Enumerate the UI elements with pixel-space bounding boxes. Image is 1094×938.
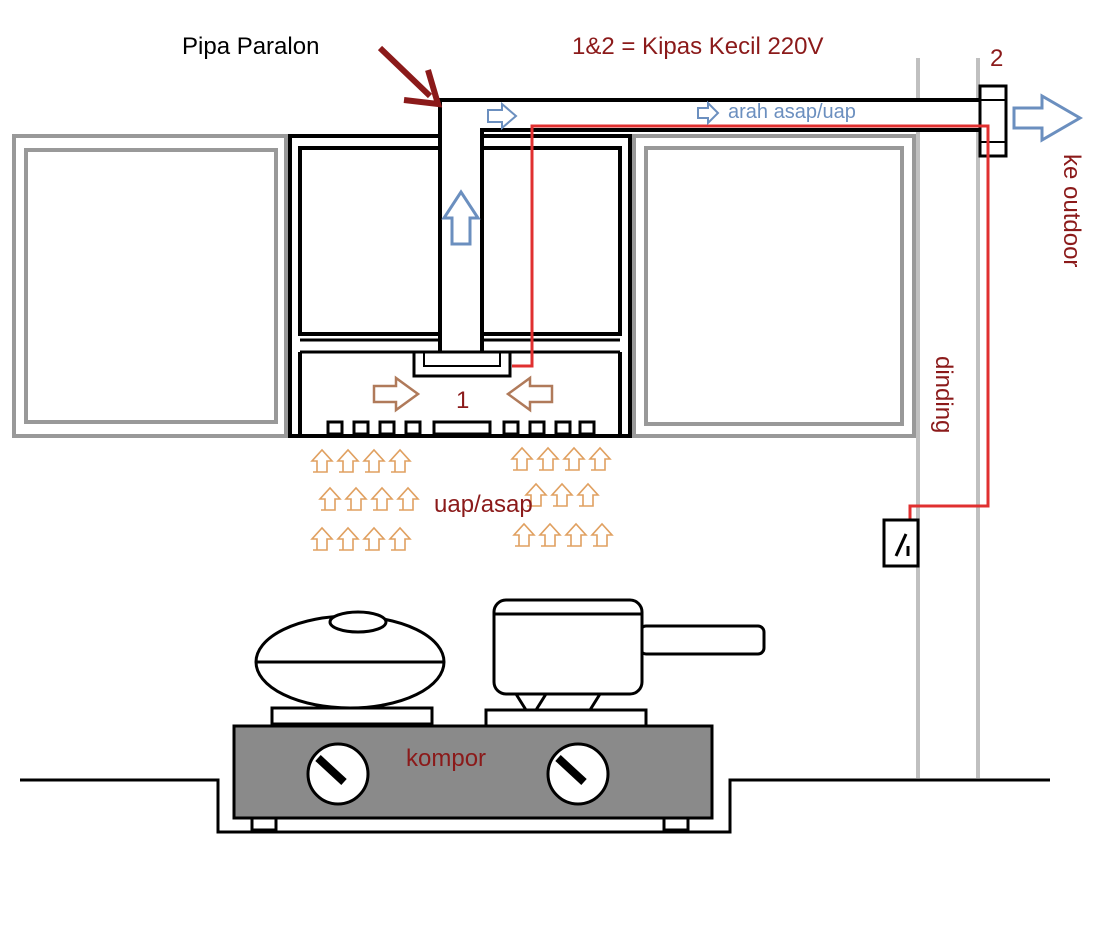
stove: [232, 724, 714, 832]
steam-label: uap/asap: [434, 491, 533, 518]
red-wire: [512, 124, 990, 520]
floor-line: [20, 778, 1050, 834]
pot: [484, 598, 766, 728]
stove-knob-icon: [306, 742, 370, 806]
flow-arrow-right-1: [487, 101, 518, 131]
intake-arrow-left: [372, 375, 421, 413]
wall-label: dinding: [930, 356, 957, 433]
flow-arrow-up: [441, 189, 481, 246]
stove-label: kompor: [406, 745, 486, 772]
fan-2-label: 2: [990, 45, 1003, 72]
wok: [254, 610, 446, 726]
hood-vent-slots: [326, 420, 596, 436]
fan-legend: 1&2 = Kipas Kecil 220V: [572, 33, 824, 60]
stove-knob-icon: [546, 742, 610, 806]
flow-arrow-right-2: [697, 100, 720, 126]
left-cabinet: [12, 134, 288, 438]
right-cabinet: [632, 134, 916, 438]
fan-1-label: 1: [456, 387, 469, 414]
wall: [916, 58, 980, 778]
red-arrow-icon: [377, 45, 443, 108]
fan-1: [412, 350, 512, 378]
intake-arrow-right: [505, 375, 554, 413]
flow-arrow-outdoor: [1012, 93, 1083, 143]
outdoor-label: ke outdoor: [1058, 154, 1085, 267]
pipe-label: Pipa Paralon: [182, 33, 319, 60]
fan-2: [978, 84, 1008, 158]
wall-switch-icon: [882, 518, 920, 568]
airflow-label: arah asap/uap: [728, 101, 856, 123]
